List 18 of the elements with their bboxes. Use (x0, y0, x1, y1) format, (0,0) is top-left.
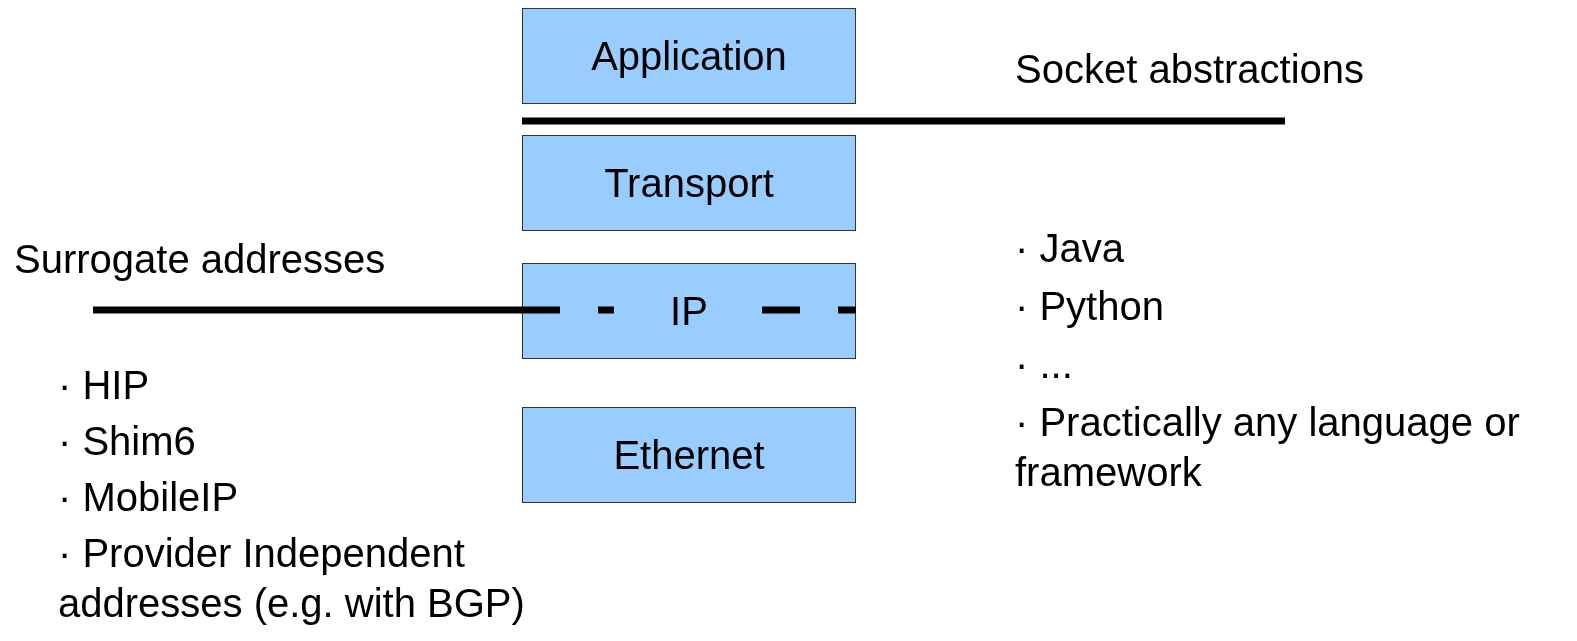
list-item: · ... (1015, 341, 1074, 388)
layer-box (522, 135, 856, 231)
list-item: · HIP (58, 362, 151, 409)
layer-box (522, 407, 856, 503)
layer-box (522, 263, 856, 359)
heading-text: Surrogate addresses (14, 236, 387, 283)
list-item: · MobileIP (58, 474, 240, 521)
layer-box (522, 8, 856, 104)
list-item: · Shim6 (58, 418, 197, 465)
layer-label: Transport (604, 160, 774, 206)
list-item: · Python (1015, 283, 1165, 330)
list-item: · Provider Independent addresses (e.g. with BGP) (58, 530, 526, 627)
list-item: · Practically any language or framework (1015, 399, 1521, 496)
layer-label: Application (591, 33, 787, 79)
heading-text: Socket abstractions (1015, 46, 1366, 93)
layer-label: IP (670, 288, 708, 334)
layer-label: Ethernet (613, 432, 765, 478)
list-item: · Java (1015, 225, 1125, 272)
